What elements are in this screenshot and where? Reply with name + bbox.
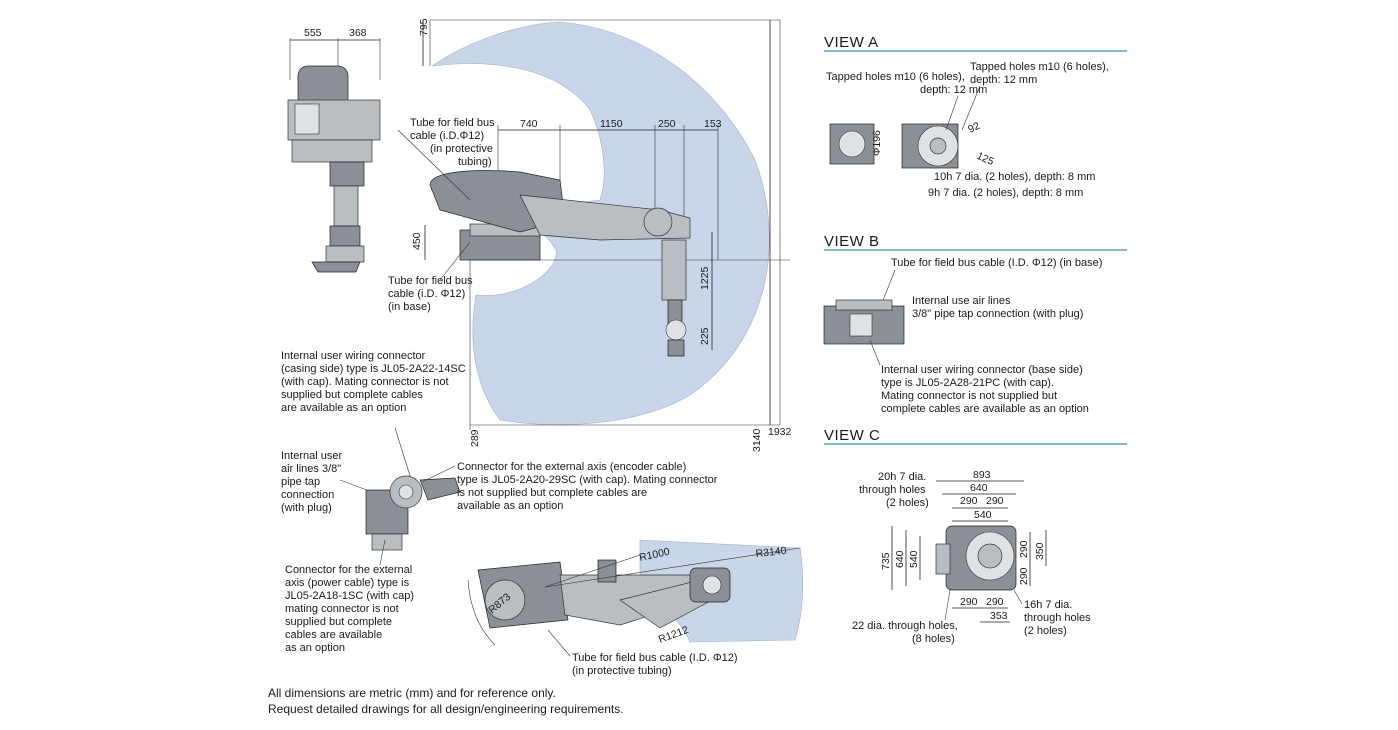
label-tube-base-1: cable (i.D. Φ12)	[388, 288, 465, 300]
label-encoder-2: is not supplied but complete cables are	[457, 487, 647, 499]
label-a-m10-right-0: Tapped holes m10 (6 holes),	[970, 61, 1109, 73]
dim-c-353: 353	[990, 610, 1008, 622]
view-b-title: VIEW B	[824, 233, 880, 250]
dim-c-350: 350	[1034, 542, 1046, 560]
label-b-air-1: 3/8" pipe tap connection (with plug)	[912, 308, 1083, 320]
label-wiring-casing-0: Internal user wiring connector	[281, 350, 426, 362]
dim-c-540v: 540	[908, 550, 920, 568]
label-air-lines-3: connection	[281, 489, 334, 501]
label-wiring-casing-1: (casing side) type is JL05-2A22-14SC	[281, 363, 466, 375]
dim-c-893: 893	[973, 469, 991, 481]
dim-a-92: 92	[966, 120, 982, 136]
label-plan-tube-1: (in protective tubing)	[572, 665, 672, 677]
dim-c-640v: 640	[894, 550, 906, 568]
label-power-6: as an option	[285, 642, 345, 654]
label-a-m10-left-1: depth: 12 mm	[920, 84, 987, 96]
dim-c-540: 540	[974, 509, 992, 521]
label-tube-protective-3: tubing)	[458, 156, 492, 168]
dim-c-290b: 290	[986, 495, 1004, 507]
label-a-m10-left-0: Tapped holes m10 (6 holes),	[826, 71, 965, 83]
label-wiring-casing-3: supplied but complete cables	[281, 389, 423, 401]
dim-555: 555	[304, 27, 322, 39]
label-a-m10-right-1: depth: 12 mm	[970, 74, 1037, 86]
label-b-wiring-0: Internal user wiring connector (base sid…	[881, 364, 1083, 376]
label-tube-protective-1: cable (i.D.Φ12)	[410, 130, 484, 142]
label-power-4: supplied but complete	[285, 616, 392, 628]
label-encoder-1: type is JL05-2A20-29SC (with cap). Matin…	[457, 474, 718, 486]
label-air-lines-1: air lines 3/8"	[281, 463, 341, 475]
label-b-wiring-3: complete cables are available as an opti…	[881, 403, 1089, 415]
label-air-lines-2: pipe tap	[281, 476, 320, 488]
label-air-lines-4: (with plug)	[281, 502, 332, 514]
dim-1932: 1932	[768, 426, 792, 438]
dim-c-290v2: 290	[1018, 567, 1030, 585]
view-c: VIEW C 20h 7 dia. through holes (2 holes…	[824, 427, 1127, 645]
label-c-22dia-1: (8 holes)	[912, 633, 955, 645]
dim-c-290v1: 290	[1018, 540, 1030, 558]
dim-450: 450	[411, 232, 423, 250]
label-power-0: Connector for the external	[285, 564, 412, 576]
view-b: VIEW B Tube for field bus cable (I.D. Φ1…	[823, 233, 1127, 415]
label-c-20h7-2: (2 holes)	[886, 497, 929, 509]
casing-detail: Internal user wiring connector (casing s…	[281, 350, 718, 654]
dim-740: 740	[520, 118, 538, 130]
dim-1225: 1225	[699, 266, 711, 290]
dim-289: 289	[469, 429, 481, 447]
label-power-5: cables are available	[285, 629, 382, 641]
dim-c-290a: 290	[960, 495, 978, 507]
label-tube-base-2: (in base)	[388, 301, 431, 313]
label-tube-base-0: Tube for field bus	[388, 275, 473, 287]
footer-line-2: Request detailed drawings for all design…	[268, 702, 624, 716]
dim-225: 225	[699, 327, 711, 345]
dim-3140: 3140	[751, 428, 763, 452]
label-c-20h7-0: 20h 7 dia.	[878, 471, 926, 483]
dim-a-125: 125	[975, 150, 996, 168]
dim-c-290d: 290	[986, 596, 1004, 608]
dim-368: 368	[349, 27, 367, 39]
label-tube-protective-2: (in protective	[430, 143, 493, 155]
label-c-16h7-1: through holes	[1024, 612, 1091, 624]
label-tube-protective-0: Tube for field bus	[410, 117, 495, 129]
dim-1150: 1150	[600, 118, 623, 130]
label-c-16h7-0: 16h 7 dia.	[1024, 599, 1072, 611]
label-c-22dia-0: 22 dia. through holes,	[852, 620, 958, 632]
label-encoder-0: Connector for the external axis (encoder…	[457, 461, 686, 473]
label-b-wiring-1: type is JL05-2A28-21PC (with cap).	[881, 377, 1054, 389]
label-c-20h7-1: through holes	[859, 484, 926, 496]
label-a-9h7: 9h 7 dia. (2 holes), depth: 8 mm	[928, 187, 1083, 199]
label-encoder-3: available as an option	[457, 500, 563, 512]
dim-c-735: 735	[880, 552, 892, 570]
label-air-lines-0: Internal user	[281, 450, 342, 462]
dim-153: 153	[704, 118, 722, 130]
label-a-10h7: 10h 7 dia. (2 holes), depth: 8 mm	[934, 171, 1095, 183]
dim-r3140: R3140	[755, 545, 787, 560]
dim-250: 250	[658, 118, 676, 130]
view-c-title: VIEW C	[824, 427, 880, 444]
view-a-title: VIEW A	[824, 34, 879, 51]
footer-line-1: All dimensions are metric (mm) and for r…	[268, 686, 556, 700]
label-b-tube-base: Tube for field bus cable (I.D. Φ12) (in …	[891, 257, 1102, 269]
label-power-1: axis (power cable) type is	[285, 577, 410, 589]
label-wiring-casing-4: are available as an option	[281, 402, 406, 414]
label-power-3: mating connector is not	[285, 603, 399, 615]
dim-c-290c: 290	[960, 596, 978, 608]
view-a: VIEW A Tapped holes m10 (6 holes), depth…	[824, 34, 1127, 199]
label-c-16h7-2: (2 holes)	[1024, 625, 1067, 637]
robot-front-view: 555 368	[287, 27, 381, 273]
dim-c-640: 640	[970, 482, 988, 494]
robot-side-view: 795 740 1150 250 153 450 1225 225 289 31…	[388, 18, 792, 452]
label-wiring-casing-2: (with cap). Mating connector is not	[281, 376, 449, 388]
label-b-wiring-2: Mating connector is not supplied but	[881, 390, 1057, 402]
label-plan-tube-0: Tube for field bus cable (I.D. Φ12)	[572, 652, 738, 664]
robot-plan-view: R1000 R3140 R873 R1212 Tube for field bu…	[467, 539, 804, 677]
label-b-air-0: Internal use air lines	[912, 295, 1011, 307]
dim-a-d196: Φ196	[871, 130, 883, 156]
label-power-2: JL05-2A18-1SC (with cap)	[285, 590, 414, 602]
dim-795: 795	[418, 18, 430, 36]
